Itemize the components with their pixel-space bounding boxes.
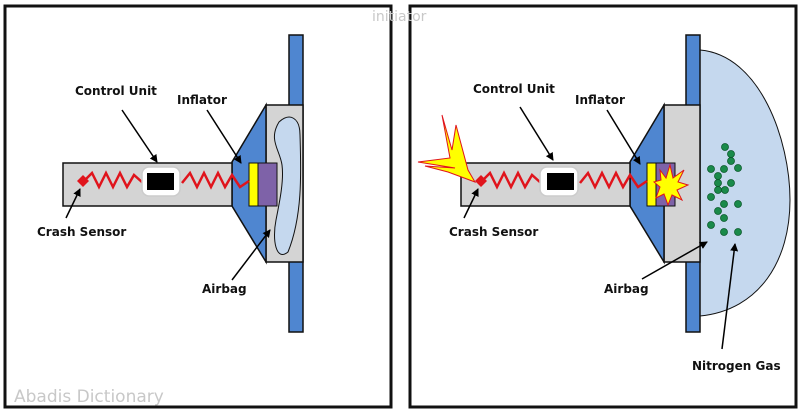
arrow-control-unit xyxy=(519,106,554,161)
gas-particle xyxy=(727,150,735,158)
wire-left xyxy=(83,170,144,190)
label-control-unit: Control Unit xyxy=(473,82,555,96)
gas-particle xyxy=(707,193,715,201)
gas-particle xyxy=(720,214,728,222)
gas-particle xyxy=(720,165,728,173)
gas-particle xyxy=(721,186,729,194)
label-inflator: Inflator xyxy=(177,93,227,107)
gas-particle xyxy=(727,157,735,165)
label-crash-sensor: Crash Sensor xyxy=(449,225,538,239)
ignition-burst-icon xyxy=(652,163,690,207)
control-unit xyxy=(147,173,174,190)
arrow-control-unit xyxy=(121,109,158,163)
arrow-airbag xyxy=(231,229,271,281)
inflated-airbag xyxy=(699,49,791,317)
gas-particle xyxy=(714,207,722,215)
watermark-title: initiator xyxy=(372,9,427,25)
nitrogen-gas-particles xyxy=(707,143,742,236)
initiator xyxy=(646,162,657,207)
arrow-inflator xyxy=(206,109,242,164)
gas-particle xyxy=(707,221,715,229)
folded-airbag xyxy=(274,116,302,255)
arrow-crash-sensor xyxy=(65,188,81,219)
gas-particle xyxy=(720,200,728,208)
crash-impact-icon xyxy=(417,114,477,183)
gas-particle xyxy=(707,165,715,173)
gas-particle xyxy=(734,228,742,236)
gas-particle xyxy=(734,164,742,172)
gas-particle xyxy=(727,179,735,187)
crash-sensor xyxy=(475,175,487,187)
panel-after: Control Unit Inflator Crash Sensor Airba… xyxy=(408,4,798,409)
gas-particle xyxy=(721,143,729,151)
gas-particle xyxy=(714,172,722,180)
label-inflator: Inflator xyxy=(575,93,625,107)
label-nitrogen-gas: Nitrogen Gas xyxy=(692,359,781,373)
label-crash-sensor: Crash Sensor xyxy=(37,225,126,239)
gas-particle xyxy=(734,200,742,208)
wire-right xyxy=(579,170,648,190)
wire-right xyxy=(181,170,250,190)
arrow-airbag xyxy=(641,241,708,280)
label-airbag: Airbag xyxy=(202,282,247,296)
control-unit xyxy=(547,173,574,190)
gas-generant xyxy=(257,162,278,207)
crash-sensor xyxy=(77,175,89,187)
arrow-crash-sensor xyxy=(463,188,479,219)
arrow-nitrogen-gas xyxy=(721,243,739,350)
gas-particle xyxy=(714,186,722,194)
initiator xyxy=(248,162,259,207)
label-control-unit: Control Unit xyxy=(75,84,157,98)
gas-particle xyxy=(720,228,728,236)
watermark-brand: Abadis Dictionary xyxy=(14,387,164,407)
label-airbag: Airbag xyxy=(604,282,649,296)
arrow-inflator xyxy=(606,109,641,165)
panel-before: Control Unit Inflator Crash Sensor Airba… xyxy=(3,4,393,409)
wire-left xyxy=(481,170,542,190)
gas-particle xyxy=(714,179,722,187)
